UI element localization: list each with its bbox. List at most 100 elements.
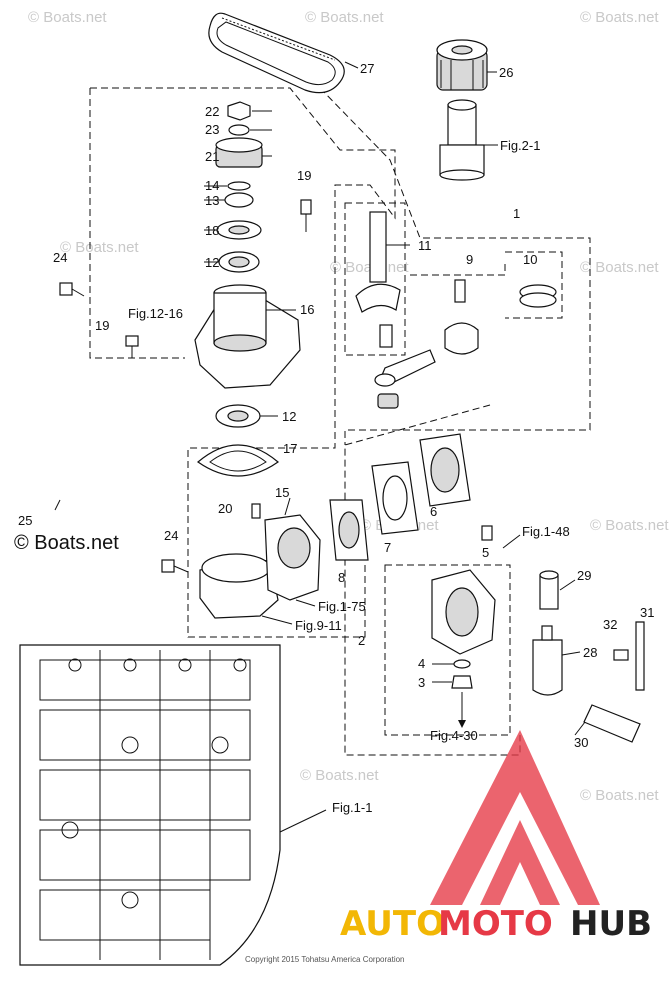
pump-cover — [431, 525, 496, 689]
label-20: 20 — [218, 501, 232, 516]
upper-assembly-boundary — [90, 87, 396, 638]
ring-10b — [519, 292, 557, 308]
shaft-fig-2-1 — [439, 99, 485, 181]
pin-9 — [454, 279, 466, 303]
label-24-lower: 24 — [164, 528, 178, 543]
ref-fig-4-30: Fig.4-30 — [430, 728, 478, 743]
label-19-lower: 19 — [95, 318, 109, 333]
brand-auto: AUTO — [340, 904, 445, 944]
label-6: 6 — [430, 504, 437, 519]
washer-23 — [228, 124, 250, 136]
label-17: 17 — [283, 441, 297, 456]
label-15: 15 — [275, 485, 289, 500]
label-13: 13 — [205, 193, 219, 208]
piston — [444, 322, 479, 355]
label-26: 26 — [499, 65, 513, 80]
watermark: © Boats.net — [60, 239, 139, 256]
right-assembly-boundary — [319, 87, 591, 445]
housing-16 — [194, 284, 301, 389]
assembly-boundaries — [89, 87, 591, 756]
label-31: 31 — [640, 605, 654, 620]
screw-5 — [481, 525, 493, 541]
lower-left-boundary — [89, 88, 185, 359]
label-21: 21 — [205, 149, 219, 164]
label-32: 32 — [603, 617, 617, 632]
pump-housing-15 — [199, 503, 321, 619]
label-28: 28 — [583, 645, 597, 660]
clamp-31 — [635, 621, 645, 691]
part-labels: 27 26 22 23 21 14 13 18 12 19 24 16 19 1… — [18, 61, 654, 750]
bolt-24-upper — [59, 282, 73, 296]
plug-3 — [451, 675, 473, 689]
label-19-upper: 19 — [297, 168, 311, 183]
label-25: 25 — [18, 513, 32, 528]
sleeve-29 — [539, 574, 559, 610]
label-14: 14 — [205, 178, 219, 193]
label-18: 18 — [205, 223, 219, 238]
watermark: © Boats.net — [300, 767, 379, 784]
bolt-19-lower — [125, 335, 139, 347]
watermark: © Boats.net — [580, 259, 659, 276]
right-parts — [532, 570, 645, 743]
label-2: 2 — [358, 633, 365, 648]
ref-fig-1-1: Fig.1-1 — [332, 800, 372, 815]
pump-plates — [329, 433, 471, 561]
label-10: 10 — [523, 252, 537, 267]
label-29: 29 — [577, 568, 591, 583]
pulley-26 — [436, 39, 488, 91]
sub-box-9 — [410, 262, 506, 276]
label-22: 22 — [205, 104, 219, 119]
label-3: 3 — [418, 675, 425, 690]
automotohub-wordmark: AUTO MOTO HUB — [340, 904, 652, 944]
timing-belt-27 — [208, 12, 345, 94]
label-8: 8 — [338, 570, 345, 585]
gasket-17 — [197, 444, 279, 477]
engine-block-fig-1-1 — [19, 644, 281, 966]
nut-22 — [227, 101, 251, 121]
label-4: 4 — [418, 656, 425, 671]
logo-inner-triangle-icon — [480, 820, 560, 905]
label-16: 16 — [300, 302, 314, 317]
copyright-text: Copyright 2015 Tohatsu America Corporati… — [245, 955, 405, 964]
watermark: © Boats.net — [28, 9, 107, 26]
watermark: © Boats.net — [590, 517, 669, 534]
hose-30 — [583, 704, 641, 743]
label-27: 27 — [360, 61, 374, 76]
washer-14 — [227, 181, 251, 191]
figure-references: Fig.2-1 Fig.12-16 Fig.1-48 Fig.1-75 Fig.… — [128, 138, 570, 815]
bolt-32 — [613, 649, 629, 661]
logo-triangle-icon — [430, 730, 600, 905]
watermark: © Boats.net — [305, 9, 384, 26]
brand-moto: MOTO — [438, 904, 553, 944]
watermark-prominent: © Boats.net — [14, 532, 119, 554]
piston-group — [374, 279, 557, 409]
bolt-19-upper — [300, 199, 312, 215]
label-5: 5 — [482, 545, 489, 560]
brand-hub: HUB — [570, 904, 652, 944]
lower-seals — [197, 404, 279, 477]
washer-4 — [453, 659, 471, 669]
sub-box-10 — [505, 251, 563, 319]
automotohub-logo — [430, 730, 600, 905]
label-1: 1 — [513, 206, 520, 221]
ref-fig-1-48: Fig.1-48 — [522, 524, 570, 539]
sub-box-2 — [384, 564, 511, 736]
gear-stack — [215, 101, 263, 273]
crankshaft-11 — [355, 211, 401, 348]
label-9: 9 — [466, 252, 473, 267]
pin-20 — [251, 503, 261, 519]
label-23: 23 — [205, 122, 219, 137]
sub-box-11 — [344, 202, 406, 356]
label-11: 11 — [418, 238, 432, 253]
watermark: © Boats.net — [580, 9, 659, 26]
bolt-24-lower — [161, 559, 175, 573]
ref-fig-1-75: Fig.1-75 — [318, 599, 366, 614]
label-24-upper: 24 — [53, 250, 67, 265]
leader-lines — [54, 61, 586, 833]
collar-13 — [224, 192, 254, 208]
label-12-upper: 12 — [205, 255, 219, 270]
bolts — [59, 199, 312, 573]
label-30: 30 — [574, 735, 588, 750]
bearing-small — [377, 393, 399, 409]
